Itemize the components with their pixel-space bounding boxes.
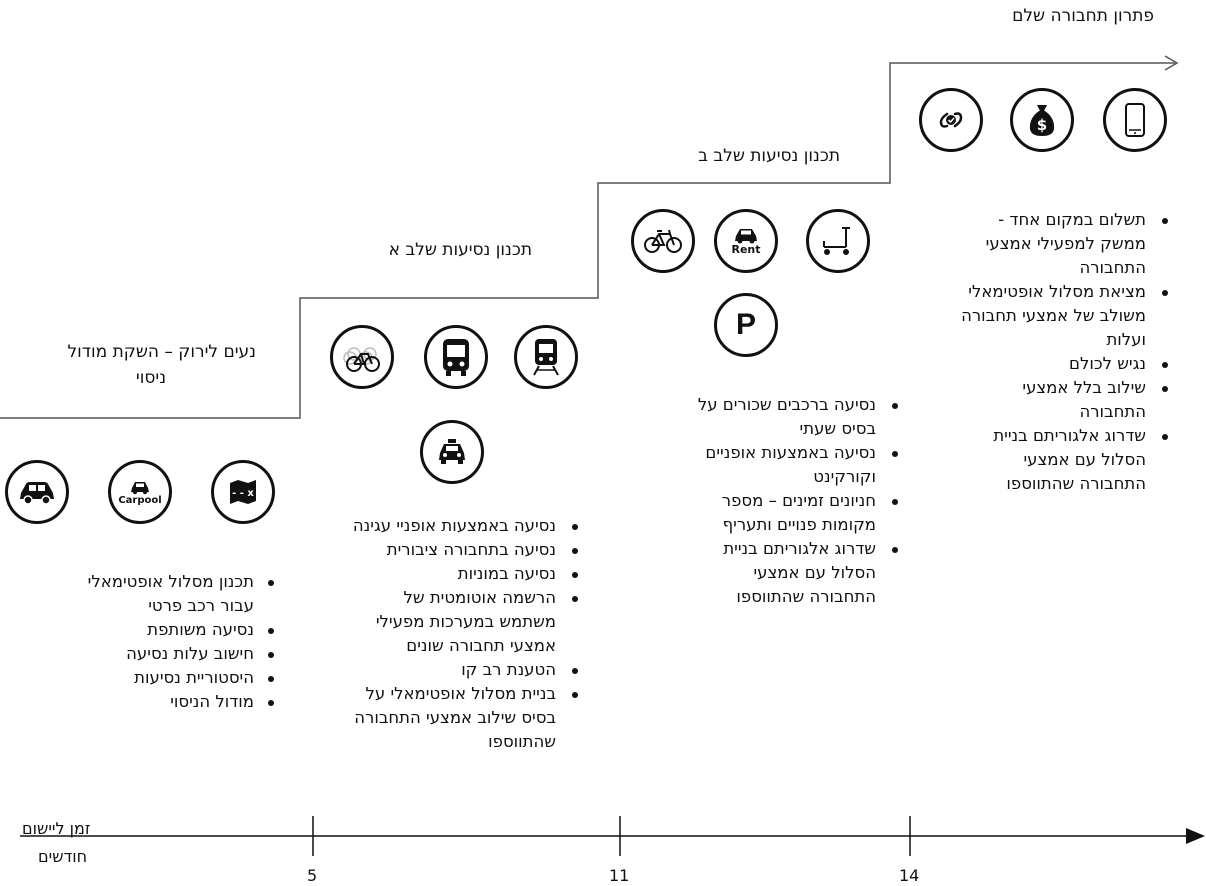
stage3-bullet-2-line-2: וקורקינט <box>813 467 876 486</box>
stage4-bullet-2-line-2: משולב של אמצעי תחבורה <box>961 306 1146 325</box>
bikes-icon <box>330 325 394 389</box>
tick-label-5: 5 <box>307 866 318 885</box>
stage4-bullet-2-line-3: ועלות <box>1106 330 1146 349</box>
stage2-bullet-5-line-1: הטענת רב קו <box>256 658 578 682</box>
stage1-title-line1: נעים לירוק – השקת מודול <box>67 342 256 362</box>
stage1-bullet-1-line-1: תכנון מסלול אופטימאלי <box>14 570 274 594</box>
carpool-icon: Carpool <box>108 460 172 524</box>
stage3-bullets: נסיעה ברכבים שכורים על בסיס שעתי נסיעה באמ… <box>606 393 898 609</box>
rent-label: Rent <box>731 243 761 256</box>
money-bag-icon: $ <box>1010 88 1074 152</box>
stage1-bullet-2-line-1: נסיעה משותפת <box>14 618 274 642</box>
stage2-bullet-4-line-1: הרשמה אוטומטית של <box>256 586 578 610</box>
stage3-title: תכנון נסיעות שלב ב <box>698 146 840 166</box>
stage2-bullet-6-line-3: שהתווספו <box>488 732 556 751</box>
stage2-title: תכנון נסיעות שלב א <box>388 240 532 260</box>
parking-label: P <box>735 308 756 341</box>
stage4-bullet-1-line-3: התחבורה <box>1079 258 1146 277</box>
stage4-bullet-4-line-1: שילוב בלל אמצעי <box>896 376 1168 400</box>
stage4-bullet-2-line-1: מציאת מסלול אופטימאלי <box>896 280 1168 304</box>
stage4-bullets: תשלום במקום אחד - ממשק למפעילי אמצעי התחבו… <box>896 208 1168 496</box>
stage3-bullet-4-line-1: שדרוג אלגוריתם בניית <box>606 537 898 561</box>
axis-label-time: זמן ליישום <box>22 819 91 838</box>
bus-icon <box>424 325 488 389</box>
stage2-bullet-6-line-1: בניית מסלול אופטימאלי על <box>256 682 578 706</box>
tick-label-11: 11 <box>609 866 630 885</box>
stage1-bullet-5-line-1: מודול הניסוי <box>14 690 274 714</box>
stage1-bullet-1-line-2: עבור רכב פרטי <box>148 596 254 615</box>
stage4-bullet-5-line-1: שדרוג אלגוריתם בניית <box>896 424 1168 448</box>
stage3-bullet-4-line-2: הסלול עם אמצעי <box>753 563 876 582</box>
stage3-bullet-2-line-1: נסיעה באמצעות אופניים <box>606 441 898 465</box>
tick-label-14: 14 <box>899 866 920 885</box>
car-icon <box>5 460 69 524</box>
link-icon <box>919 88 983 152</box>
axis-label-months: חודשים <box>38 847 88 866</box>
taxi-icon <box>420 420 484 484</box>
stage1-bullets: תכנון מסלול אופטימאלי עבור רכב פרטי נסיעה … <box>14 570 274 714</box>
stage2-bullet-4-line-2: משתמש במערכות מפעילי <box>375 612 556 631</box>
stage2-bullet-1-line-1: נסיעה באמצעות אופניי עגינה <box>256 514 578 538</box>
stage3-bullet-1-line-1: נסיעה ברכבים שכורים על <box>606 393 898 417</box>
full-solution-label: פתרון תחבורה שלם <box>1012 6 1154 26</box>
phone-icon <box>1103 88 1167 152</box>
svg-text:- - x: - - x <box>232 488 254 499</box>
stage4-bullet-5-line-2: הסלול עם אמצעי <box>1023 450 1146 469</box>
stage2-bullet-6-line-2: בסיס שילוב אמצעי התחבורה <box>354 708 556 727</box>
stage2-bullet-2-line-1: נסיעה בתחבורה ציבורית <box>256 538 578 562</box>
stage4-bullet-1-line-2: ממשק למפעילי אמצעי <box>985 234 1146 253</box>
stage3-bullet-3-line-1: חניונים זמינים – מספר <box>606 489 898 513</box>
stage3-bullet-4-line-3: התחבורה שהתווספו <box>736 587 876 606</box>
stage1-bullet-4-line-1: היסטוריית נסיעות <box>14 666 274 690</box>
time-axis-arrowhead <box>1186 828 1205 844</box>
rent-car-icon: Rent <box>714 209 778 273</box>
map-icon: - - x <box>211 460 275 524</box>
stage1-title-line2: ניסוי <box>135 368 166 388</box>
train-icon <box>514 325 578 389</box>
scooter-icon <box>806 209 870 273</box>
bicycle-icon <box>631 209 695 273</box>
stage4-bullet-3-line-1: נגיש לכולם <box>896 352 1168 376</box>
stage1-bullet-3-line-1: חישוב עלות נסיעה <box>14 642 274 666</box>
stage2-bullet-4-line-3: אמצעי תחבורה שונים <box>406 636 556 655</box>
parking-icon: P <box>714 293 778 357</box>
stage3-bullet-1-line-2: בסיס שעתי <box>799 419 876 438</box>
carpool-label: Carpool <box>118 494 162 506</box>
staircase-arrowhead <box>1164 55 1179 71</box>
stage3-bullet-3-line-2: מקומות פנויים ותעריף <box>722 515 876 534</box>
stage2-bullet-3-line-1: נסיעה במוניות <box>256 562 578 586</box>
stage4-bullet-5-line-3: התחבורה שהתווספו <box>1006 474 1146 493</box>
stage4-bullet-4-line-2: התחבורה <box>1079 402 1146 421</box>
stage4-bullet-1-line-1: תשלום במקום אחד - <box>896 208 1168 232</box>
staircase-line <box>0 62 1175 419</box>
money-label: $ <box>1036 116 1048 134</box>
